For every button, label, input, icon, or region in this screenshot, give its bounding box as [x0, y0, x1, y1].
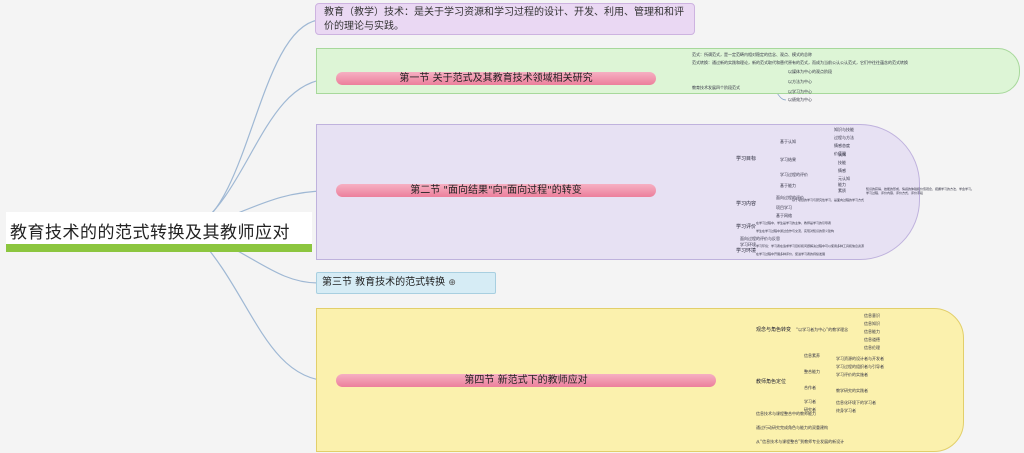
intro-definition-text: 教育（教学）技术：是关于学习资源和学习过程的设计、开发、利用、管理和和评价的理论… [324, 7, 684, 32]
section2-leaf: 情感态度 [834, 143, 850, 148]
section4-title[interactable]: 第四节 新范式下的教师应对 [336, 374, 716, 387]
section4-subbranch: 研究者 [804, 407, 816, 412]
central-topic-title: 教育技术的的范式转换及其教师应对 [10, 223, 290, 243]
section2-note: 知识的获得、技能的形成、情感的体验和价值观念，把握学习的方法、学会学习。 [866, 187, 975, 191]
section2-branch: 学习目标 [736, 156, 757, 162]
section4-subbranch: 学习者 [804, 399, 816, 404]
section1-leaf: 范式：所谓范式，是一定范畴内相对稳定的信念、观点、模式的总称 [692, 52, 812, 57]
section4-subbranch: “以学习者为中心”的教学理念 [796, 327, 849, 332]
section4-leaf: 学习过程的组织者与引导者 [836, 364, 884, 369]
section4-leaf: 信息意识 [864, 313, 880, 318]
section2-leaf: 知识与技能 [834, 127, 854, 132]
section4-leaf: 信息化环境下的学习者 [836, 400, 876, 405]
section4-leaf: 学习资源的设计者与开发者 [836, 356, 884, 361]
section2-note: 基于项目的学习与研究性学习，是面向过程的学习方式 [792, 198, 865, 202]
section2-leaf: 认知 [838, 152, 846, 157]
expand-plus-icon[interactable]: ⊕ [448, 278, 456, 288]
section2-branch: 学习内容 [736, 201, 757, 207]
section1-subleaf: 以媒体为中心的观点阶段 [788, 69, 832, 74]
section4-leaf: 信息能力 [864, 329, 880, 334]
connector-intro [194, 19, 319, 229]
section4-leaf: 教学研究的实践者 [836, 388, 868, 393]
section1-leaf: 范式转换：通过新的实践和理论，新的范式取代和替代原有的范式，而成为当前公认公认范… [692, 60, 908, 65]
section4-leaf: 终身学习者 [836, 408, 856, 413]
section4-leaf: 信息伦理 [864, 345, 880, 350]
section4-branch: 观念与角色转变 [756, 327, 792, 333]
section2-note: 学习过程、评价内容、评价方式、评价手段 [866, 191, 924, 195]
section2-leaf: 价值观 [834, 151, 846, 156]
section2-leaf: 素质 [838, 188, 846, 193]
section2-title[interactable]: 第二节 "面向结果"向"面向过程"的转变 [336, 184, 656, 197]
section1-container[interactable] [316, 48, 1020, 94]
connector-section4 [194, 233, 331, 382]
section2-subbranch: 学习过程的评价 [780, 172, 808, 177]
section1-title[interactable]: 第一节 关于范式及其教育技术领域相关研究 [336, 72, 656, 85]
section2-branch: 学习评价 [736, 224, 757, 230]
section2-leaf: 元认知 [838, 176, 850, 181]
section3-title-row[interactable]: 第三节 教育技术的范式转换 ⊕ [322, 276, 456, 290]
connector-section1 [194, 78, 331, 229]
section2-leaf: 过程与方法 [834, 135, 854, 140]
section2-subbranch: 学习结果 [780, 157, 796, 162]
section2-subbranch: 基于网络 [776, 213, 792, 218]
section4-leaf: 学习评价的实施者 [836, 372, 868, 377]
section2-note: 学习环境：学习者在追求学习目标和问题解决过程中可以使用多种工具和信息资源 [756, 244, 865, 248]
section2-subbranch: 面向过程的评价 [776, 195, 804, 200]
section4-leaf: 信息知识 [864, 321, 880, 326]
section1-subleaf: 以方法为中心 [788, 79, 812, 84]
section4-branch: 通过行动研究完成角色与能力的双重建构 [756, 425, 828, 430]
section4-branch: 教师角色定位 [756, 379, 787, 385]
section4-branch: 从“信息技术与课程整合”到教师专业发展的新设计 [756, 439, 845, 444]
central-topic[interactable]: 教育技术的的范式转换及其教师应对 [6, 212, 312, 252]
section2-subbranch: 基于能力 [780, 183, 796, 188]
section2-branch: 学习环境 [736, 248, 757, 254]
section1-subleaf: 以学习为中心 [788, 89, 812, 94]
section2-note: 在学习过程中开展多种评价，促进学习者的持续发展 [756, 252, 826, 256]
section4-subbranch: 整合能力 [804, 369, 820, 374]
section2-subbranch: 学习环境 [740, 242, 756, 247]
section2-leaf: 情感 [838, 168, 846, 173]
section4-subbranch: 合作者 [804, 385, 816, 390]
section3-container[interactable] [316, 272, 496, 294]
section2-leaf: 技能 [838, 160, 846, 165]
section3-title: 第三节 教育技术的范式转换 [322, 277, 446, 288]
section2-note: 在学习过程中，学生是学习的主体，教师是学习的引导者 [756, 221, 832, 225]
section2-note: 学生在学习过程中通过合作与交流，实现对知识的意义建构 [756, 229, 835, 233]
section4-leaf: 信息道德 [864, 337, 880, 342]
section2-subbranch: 项目学习 [776, 205, 792, 210]
section2-leaf: 能力 [838, 182, 846, 187]
section2-subbranch: 面向过程的评价与反思 [740, 236, 780, 241]
section4-subbranch: 信息素养 [804, 353, 820, 358]
intro-definition-node[interactable]: 教育（教学）技术：是关于学习资源和学习过程的设计、开发、利用、管理和和评价的理论… [315, 3, 695, 35]
section1-leaf: 教育技术发展四个阶段范式 [692, 85, 740, 90]
section4-branch: 信息技术与课程整合中的教师能力 [756, 411, 816, 416]
section1-subleaf: 以绩效为中心 [788, 97, 812, 102]
section2-subbranch: 基于认知 [780, 139, 796, 144]
